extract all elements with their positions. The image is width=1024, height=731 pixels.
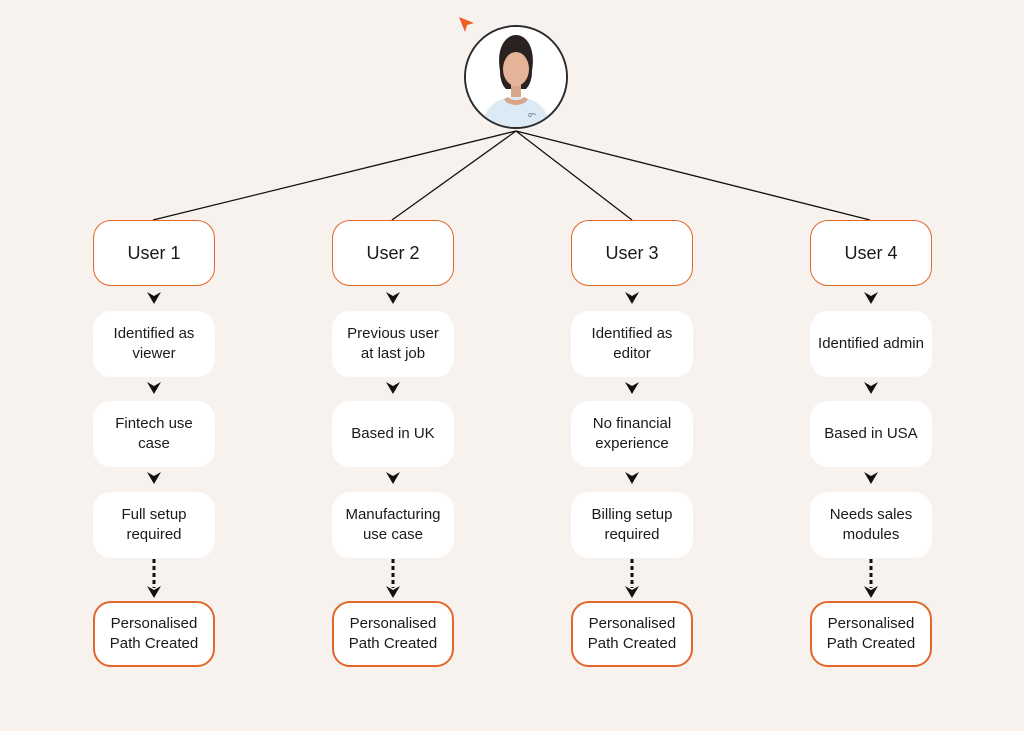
dotted-arrow-down-icon bbox=[147, 559, 161, 598]
arrow-down-icon bbox=[625, 472, 639, 484]
arrow-down-icon bbox=[625, 382, 639, 394]
result-box: Personalised Path Created bbox=[93, 601, 215, 667]
arrow-down-icon bbox=[864, 292, 878, 304]
step-box: Identified as viewer bbox=[93, 311, 215, 377]
step-box: Fintech use case bbox=[93, 401, 215, 467]
arrow-down-icon bbox=[386, 472, 400, 484]
arrow-down-icon bbox=[625, 292, 639, 304]
orange-cursor-icon bbox=[458, 16, 476, 39]
arrow-down-icon bbox=[147, 472, 161, 484]
arrow-down-icon bbox=[147, 382, 161, 394]
step-box: Billing setup required bbox=[571, 492, 693, 558]
step-box: No financial experience bbox=[571, 401, 693, 467]
user-box: User 1 bbox=[93, 220, 215, 286]
arrow-down-icon bbox=[386, 292, 400, 304]
connector-line bbox=[515, 130, 633, 221]
dotted-arrow-down-icon bbox=[864, 559, 878, 598]
user-box: User 4 bbox=[810, 220, 932, 286]
step-box: Manufacturing use case bbox=[332, 492, 454, 558]
result-box: Personalised Path Created bbox=[571, 601, 693, 667]
dotted-arrow-down-icon bbox=[625, 559, 639, 598]
dotted-arrow-down-icon bbox=[386, 559, 400, 598]
arrow-down-icon bbox=[864, 472, 878, 484]
result-box: Personalised Path Created bbox=[810, 601, 932, 667]
step-box: Identified admin bbox=[810, 311, 932, 377]
step-box: Based in UK bbox=[332, 401, 454, 467]
step-box: Full setup required bbox=[93, 492, 215, 558]
step-box: Previous user at last job bbox=[332, 311, 454, 377]
step-box: Needs sales modules bbox=[810, 492, 932, 558]
connector-line bbox=[152, 130, 517, 221]
step-box: Identified as editor bbox=[571, 311, 693, 377]
user-box: User 2 bbox=[332, 220, 454, 286]
connector-line bbox=[515, 130, 871, 221]
person-avatar-icon: ᗡᴿᴬ bbox=[464, 25, 568, 129]
arrow-down-icon bbox=[386, 382, 400, 394]
arrow-down-icon bbox=[864, 382, 878, 394]
step-box: Based in USA bbox=[810, 401, 932, 467]
connector-line bbox=[391, 130, 517, 221]
user-box: User 3 bbox=[571, 220, 693, 286]
result-box: Personalised Path Created bbox=[332, 601, 454, 667]
arrow-down-icon bbox=[147, 292, 161, 304]
svg-text:ᗡᴿᴬ: ᗡᴿᴬ bbox=[528, 113, 537, 119]
